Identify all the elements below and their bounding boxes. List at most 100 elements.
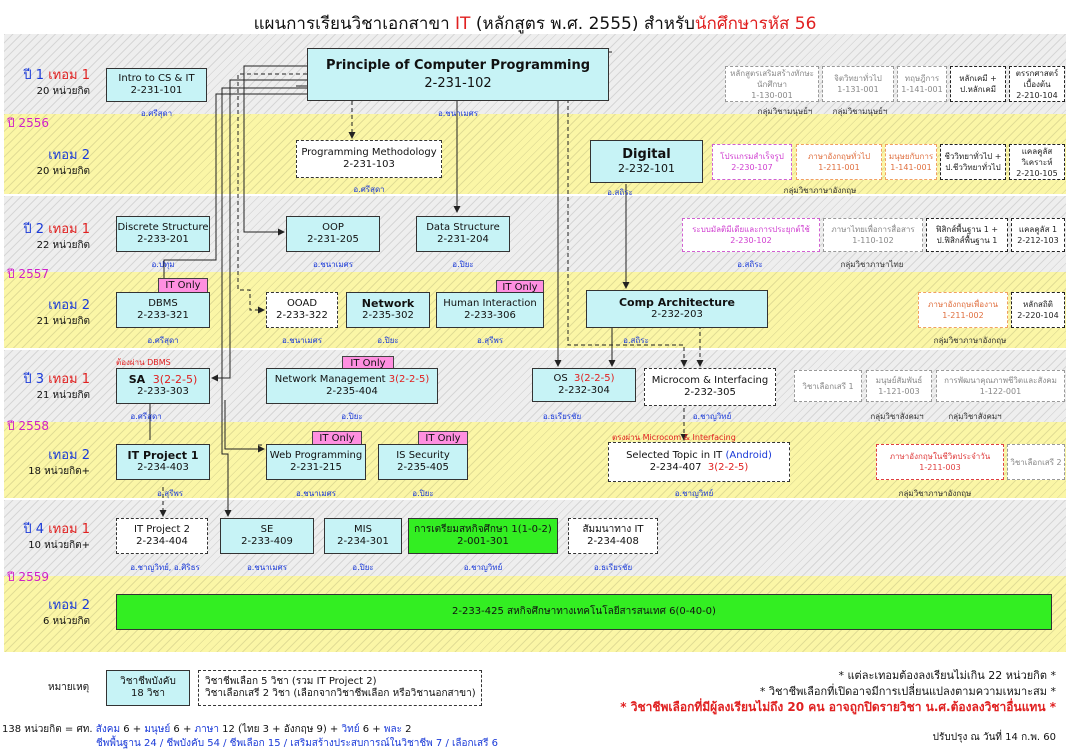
term-credits: 21 หน่วยกิต: [36, 316, 90, 327]
gened-name: หลักเคมี + ป.หลักเคมี: [959, 74, 997, 94]
gened-code: 1-141-001: [890, 163, 932, 172]
gened-4: หลักเคมี + ป.หลักเคมี: [950, 66, 1006, 102]
gened-name: วิชาเลือกเสรี 2: [1010, 457, 1062, 467]
footer-social: สังคม: [95, 724, 121, 735]
term-year: ปี 3: [23, 372, 45, 387]
gened-group: กลุ่มวิชาสังคมฯ: [870, 412, 924, 421]
course-name: SA: [128, 373, 146, 386]
footer-social-credits: 6 +: [123, 724, 142, 735]
course-instructor: อ.ปิยะ: [452, 260, 474, 269]
title-prefix: แผนการเรียนวิชาเอกสาขา: [253, 14, 450, 34]
term-year: ปี 1: [23, 68, 45, 83]
year-label-2556: ปี 2556: [7, 116, 49, 130]
course-extra: (Android): [725, 450, 772, 461]
title-mid: (หลักสูตร พ.ศ. 2555) สำหรับ: [475, 14, 695, 34]
course-name: Data Structure: [426, 222, 500, 233]
course-dbms: DBMS 2-233-321: [116, 292, 210, 328]
course-name: SE: [260, 524, 274, 535]
term-name: เทอม 1: [48, 372, 90, 387]
term-name: เทอม 1: [48, 522, 90, 537]
footer-human: มนุษย์: [144, 724, 171, 735]
term-credits: 20 หน่วยกิต: [36, 166, 90, 177]
course-instructor: อ.ชนาเมศร: [295, 489, 337, 498]
course-instructor: อ.ปิยะ: [341, 412, 363, 421]
gened-code: 1-131-001: [837, 85, 879, 94]
gened-name: โปรแกรมสำเร็จรูป: [720, 152, 784, 161]
term-credits: 10 หน่วยกิต+: [28, 540, 90, 551]
term-name: เทอม 1: [48, 222, 90, 237]
footer-science-credits: 6 +: [362, 724, 381, 735]
course-comp-architecture: Comp Architecture 2-232-203: [586, 290, 768, 328]
gened-code: 1-121-003: [878, 387, 920, 396]
course-name: OS: [553, 373, 568, 384]
course-instructor: อ.ชนาเมศร: [281, 336, 323, 345]
gened-name: ชีววิทยาทั่วไป + ป.ชีววิทยาทั่วไป: [944, 152, 1002, 172]
course-code: 2-232-305: [684, 387, 736, 398]
remark-credit-limit: * แต่ละเทอมต้องลงเรียนไม่เกิน 22 หน่วยกิ…: [838, 669, 1056, 682]
title-major: IT: [455, 14, 471, 34]
gened-group: กลุ่มวิชามนุษย์ฯ: [832, 107, 888, 116]
course-name: Comp Architecture: [618, 296, 736, 309]
gened-group: กลุ่มวิชาภาษาอังกฤษ: [933, 336, 1007, 345]
course-microcom: Microcom & Interfacing 2-232-305: [644, 368, 776, 406]
term-credits: 18 หน่วยกิต+: [28, 466, 90, 477]
course-name: Digital: [622, 146, 671, 162]
course-mis: MIS 2-234-301: [324, 518, 402, 554]
course-instructor: อ.ธเรียรชัย: [542, 412, 582, 421]
gened-code: 2-230-102: [730, 236, 772, 245]
course-instructor: อ.ชาญวิทย์: [463, 563, 503, 572]
course-web-programming: Web Programming 2-231-215: [266, 444, 366, 480]
course-instructor: อ.สถิระ: [737, 260, 763, 269]
course-instructor: อ.ปทุม: [151, 260, 175, 269]
course-code: 2-235-302: [362, 310, 414, 321]
course-it-project-2: IT Project 2 2-234-404: [116, 518, 208, 554]
microcom-prereq-note: ตรงผ่าน Microcom & Interfacing: [612, 433, 736, 442]
course-seminar: สัมมนาทาง IT 2-234-408: [568, 518, 658, 554]
course-instructor: อ.สุรีพร: [476, 336, 504, 345]
legend-required: วิชาชีพบังคับ 18 วิชา: [106, 670, 190, 706]
gened-code: 1-211-002: [942, 311, 984, 320]
course-instructor: อ.ชนาเมศร: [246, 563, 288, 572]
course-code: 2-234-407: [649, 462, 702, 473]
course-name: Network: [361, 297, 415, 310]
gened-11: ระบบมัลติมีเดียและการประยุกต์ใช้2-230-10…: [682, 218, 820, 252]
course-code: 2-232-101: [618, 161, 675, 175]
course-intro-cs: Intro to CS & IT 2-231-101: [106, 68, 207, 102]
it-only-tag: IT Only: [158, 278, 208, 293]
gened-17: วิชาเลือกเสรี 1: [794, 370, 862, 402]
course-code: 2-234-301: [337, 536, 389, 547]
course-code: 2-233-303: [137, 386, 189, 397]
course-instructor: อ.ปิยะ: [412, 489, 434, 498]
course-name: OOP: [322, 222, 344, 233]
gened-group: กลุ่มวิชามนุษย์ฯ: [757, 107, 813, 116]
course-name: IT Project 2: [134, 524, 190, 535]
gened-name: วิชาเลือกเสรี 1: [802, 381, 854, 391]
course-instructor: อ.ชาญวิทย์: [692, 412, 732, 421]
page-title: แผนการเรียนวิชาเอกสาขา IT (หลักสูตร พ.ศ.…: [0, 10, 1070, 37]
footer-breakdown: ชีพพื้นฐาน 24 / ชีพบังคับ 54 / ชีพเลือก …: [96, 738, 499, 749]
gened-name: ตรรกศาสตร์เบื้องต้น: [1015, 68, 1059, 89]
course-name: MIS: [354, 524, 372, 535]
course-instructor: อ.สถิระ: [607, 188, 633, 197]
gened-code: 2-210-105: [1016, 168, 1058, 178]
gened-name: ภาษาอังกฤษทั่วไป: [807, 152, 871, 161]
gened-code: 1-141-001: [901, 85, 943, 94]
gened-name: หลักสูตรเสริมสร้างทักษะนักศึกษา: [730, 68, 814, 89]
course-digital: Digital 2-232-101: [590, 140, 703, 183]
course-code: 2-233-322: [276, 310, 328, 321]
course-name: Principle of Computer Programming: [325, 57, 591, 73]
term-year: ปี 2: [23, 222, 45, 237]
gened-code: 1-211-003: [919, 463, 961, 472]
